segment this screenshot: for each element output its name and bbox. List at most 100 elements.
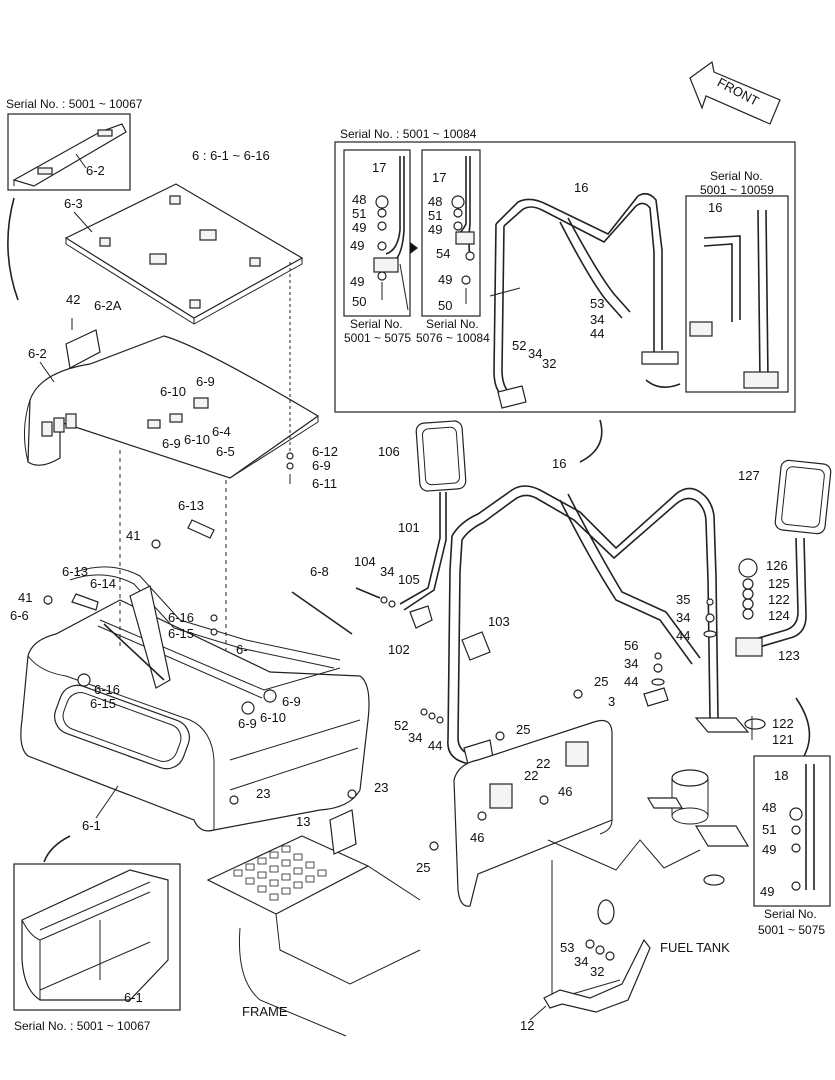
- callout-34-c: 34: [380, 564, 394, 579]
- callout-22-a: 22: [536, 756, 550, 771]
- callout-3: 3: [608, 694, 615, 709]
- callout-48-a: 48: [352, 192, 366, 207]
- serial-sub-b-1: Serial No.: [426, 317, 479, 331]
- inset-bottom-left: [13, 863, 181, 1011]
- callout-52-a: 52: [512, 338, 526, 353]
- callout-6-2: 6-2: [28, 346, 47, 361]
- callout-106: 106: [378, 444, 400, 459]
- callout-6-9-b: 6-9: [162, 436, 181, 451]
- callout-34-a: 34: [590, 312, 604, 327]
- callout-56: 56: [624, 638, 638, 653]
- callout-44-d: 44: [428, 738, 442, 753]
- callout-6-16-b: 6-16: [94, 682, 120, 697]
- callout-6-12: 6-12: [312, 444, 338, 459]
- callout-103: 103: [488, 614, 510, 629]
- callout-34-d: 34: [676, 610, 690, 625]
- frame-label: FRAME: [242, 1004, 288, 1019]
- callout-50-b: 50: [438, 298, 452, 313]
- callout-53-a: 53: [590, 296, 604, 311]
- callout-34-g: 34: [574, 954, 588, 969]
- callout-102: 102: [388, 642, 410, 657]
- callout-6-3: 6-3: [64, 196, 83, 211]
- callout-6-6: 6-6: [10, 608, 29, 623]
- roof-plate: [64, 183, 304, 325]
- callout-6-1-b: 6-1: [124, 990, 143, 1005]
- callout-6-dash: 6-: [236, 642, 248, 657]
- callout-16-c: 16: [552, 456, 566, 471]
- callout-54: 54: [436, 246, 450, 261]
- rear-pipe: [735, 537, 807, 740]
- callout-6-9-c: 6-9: [312, 458, 331, 473]
- serial-sub-c-1: Serial No.: [710, 169, 763, 183]
- callout-44-c: 44: [624, 674, 638, 689]
- callout-6-16-a: 6-16: [168, 610, 194, 625]
- callout-23-a: 23: [256, 786, 270, 801]
- inset-pointer-top: [7, 197, 19, 301]
- rear-panel: [453, 719, 750, 1001]
- canopy-top: [24, 335, 320, 479]
- callout-6-10-a: 6-10: [160, 384, 186, 399]
- callout-49-b: 49: [350, 238, 364, 253]
- callout-44-a: 44: [590, 326, 604, 341]
- callout-6-13-a: 6-13: [178, 498, 204, 513]
- callout-46-a: 46: [558, 784, 572, 799]
- serial-sub-c-2: 5001 ~ 10059: [700, 183, 774, 197]
- serial-sub-d-1: Serial No.: [764, 907, 817, 921]
- callout-105: 105: [398, 572, 420, 587]
- callout-121: 121: [772, 732, 794, 747]
- box-pointer-c: [645, 379, 681, 388]
- callout-32-a: 32: [542, 356, 556, 371]
- callout-6-15-a: 6-15: [168, 626, 194, 641]
- step-grille: [206, 809, 421, 1037]
- inset-top-left: Serial No. : 5001 ~ 10067 6-2: [6, 97, 143, 191]
- callout-48-c: 48: [762, 800, 776, 815]
- callout-6-4: 6-4: [212, 424, 231, 439]
- callout-127: 127: [738, 468, 760, 483]
- rear-pointer: [795, 697, 811, 757]
- callout-6-15-b: 6-15: [90, 696, 116, 711]
- callout-51-c: 51: [762, 822, 776, 837]
- callout-49-a: 49: [352, 220, 366, 235]
- callout-50-a: 50: [352, 294, 366, 309]
- callout-6-11: 6-11: [312, 476, 337, 491]
- callout-51-b: 51: [428, 208, 442, 223]
- callout-6-5: 6-5: [216, 444, 235, 459]
- callout-49-e: 49: [438, 272, 452, 287]
- callout-25-c: 25: [516, 722, 530, 737]
- group-note: 6 : 6-1 ~ 6-16: [192, 148, 270, 163]
- callout-6-1: 6-1: [82, 818, 101, 833]
- callout-49-c: 49: [350, 274, 364, 289]
- callout-125: 125: [768, 576, 790, 591]
- fuel-tank-label: FUEL TANK: [660, 940, 730, 955]
- serial-sub-d-2: 5001 ~ 5075: [758, 923, 825, 937]
- callout-101: 101: [398, 520, 420, 535]
- callout-122-b: 122: [772, 716, 794, 731]
- callout-6-2A: 6-2A: [94, 298, 122, 313]
- rops-box-top: Serial No. : 5001 ~ 10084: [334, 127, 796, 413]
- callout-49-d: 49: [428, 222, 442, 237]
- callout-25-b: 25: [594, 674, 608, 689]
- callout-6-10-b: 6-10: [184, 432, 210, 447]
- callout-35: 35: [676, 592, 690, 607]
- callout-32-b: 32: [590, 964, 604, 979]
- callout-34-b: 34: [528, 346, 542, 361]
- canopy-body: [20, 519, 370, 832]
- callout-53-b: 53: [560, 940, 574, 955]
- serial-sub-b-2: 5076 ~ 10084: [416, 331, 490, 345]
- box-pointer-mid: [579, 419, 603, 463]
- callout-6-9-e: 6-9: [282, 694, 301, 709]
- callout-6-8: 6-8: [310, 564, 329, 579]
- callout-46-b: 46: [470, 830, 484, 845]
- mirror-left: [399, 420, 467, 611]
- serial-sub-a-1: Serial No.: [350, 317, 403, 331]
- callout-22-b: 22: [524, 768, 538, 783]
- callout-48-b: 48: [428, 194, 442, 209]
- callout-41-a: 41: [126, 528, 140, 543]
- callout-23-b: 23: [374, 780, 388, 795]
- callout-123: 123: [778, 648, 800, 663]
- mirror-right: [774, 459, 832, 535]
- callout-6-14: 6-14: [90, 576, 116, 591]
- fuel-tank-bracket: [543, 938, 651, 1013]
- serial-sub-a-2: 5001 ~ 5075: [344, 331, 411, 345]
- serial-top-left: Serial No. : 5001 ~ 10067: [6, 97, 143, 111]
